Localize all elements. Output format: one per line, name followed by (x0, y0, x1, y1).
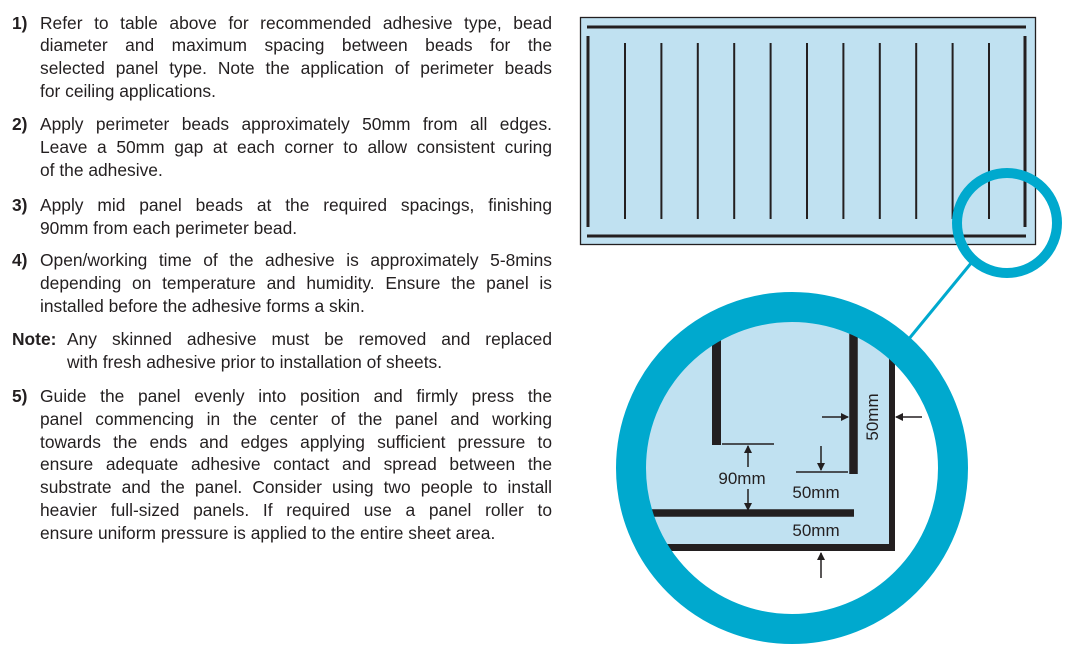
text-line: Open/working time of the adhesive is app… (40, 250, 552, 270)
dimension-label-bottom-offset: 50mm (792, 521, 839, 540)
magnifier-small-circle (952, 168, 1062, 278)
step-number: 3) (12, 195, 28, 215)
text-line: Apply perimeter beads approximately 50mm… (40, 114, 552, 134)
dimension-label-90mm: 90mm (718, 469, 765, 488)
text-line: Any skinned adhesive must be removed and… (67, 329, 552, 349)
text-line: with fresh adhesive prior to installatio… (67, 351, 443, 372)
mid-panel-beads (624, 43, 990, 219)
text-line: Refer to table above for recommended adh… (40, 12, 552, 33)
step-number: 2) (12, 114, 28, 134)
magnifier-large-circle (616, 292, 968, 644)
step-number: 4) (12, 250, 28, 270)
text-line: ensure adequate adhesive contact and spr… (40, 454, 552, 475)
text-line: heavier full-sized panels. If required u… (40, 499, 552, 520)
dimension-label-corner-gap: 50mm (792, 483, 839, 502)
text-line: of the adhesive. (40, 159, 163, 180)
magnifier-connector (906, 261, 974, 341)
text-line: diameter and maximum spacing between bea… (40, 35, 552, 56)
dimension-label-side-offset: 50mm (863, 393, 882, 440)
text-line: for ceiling applications. (40, 80, 216, 101)
text-line: substrate and the panel. Consider using … (40, 477, 552, 497)
text-line: depending on temperature and humidity. E… (40, 272, 552, 293)
text-line: ensure uniform pressure is applied to th… (40, 522, 496, 543)
text-line: towards the ends and edges applying suff… (40, 431, 552, 452)
text-line: panel commencing in the center of the pa… (40, 408, 552, 429)
text-line: installed before the adhesive forms a sk… (40, 295, 365, 316)
text-line: Guide the panel evenly into position and… (40, 386, 552, 406)
step-number: 1) (12, 12, 28, 33)
note-label: Note: (12, 329, 57, 349)
text-line: Apply mid panel beads at the required sp… (40, 195, 552, 215)
text-line: Leave a 50mm gap at each corner to allow… (40, 136, 552, 157)
text-line: 90mm from each perimeter bead. (40, 217, 298, 238)
text-line: selected panel type. Note the applicatio… (40, 58, 552, 78)
step-number: 5) (12, 386, 28, 406)
